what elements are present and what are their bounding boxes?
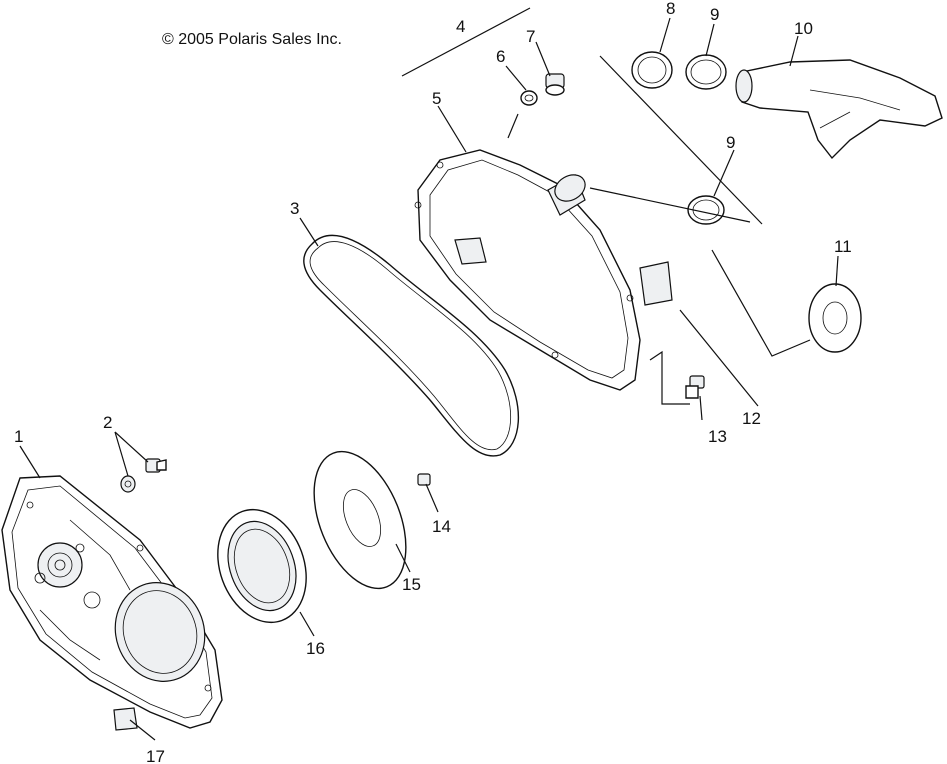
callout-12: 12 <box>742 409 761 428</box>
callout-1: 1 <box>14 427 23 446</box>
callout-4: 4 <box>456 17 465 36</box>
callout-9b: 9 <box>726 133 735 152</box>
callout-17: 17 <box>146 747 165 764</box>
part-seal-ring <box>808 283 862 353</box>
callout-labels: 1 2 3 4 5 6 7 8 9 9 10 11 12 13 14 15 16… <box>14 0 852 764</box>
callout-3: 3 <box>290 199 299 218</box>
copyright-notice: © 2005 Polaris Sales Inc. <box>162 31 342 48</box>
part-air-duct <box>735 59 943 160</box>
part-decal <box>113 707 138 731</box>
part-drive-belt <box>303 234 520 457</box>
part-bolt-washer <box>120 458 167 493</box>
callout-13: 13 <box>708 427 727 446</box>
callout-7: 7 <box>526 27 535 46</box>
callout-16: 16 <box>306 639 325 658</box>
callout-11: 11 <box>834 237 852 256</box>
callout-8: 8 <box>666 0 675 18</box>
part-outer-cover <box>414 149 673 391</box>
part-inner-cover <box>1 475 223 729</box>
callout-9a: 9 <box>710 5 719 24</box>
part-o-ring <box>520 90 538 106</box>
callout-6: 6 <box>496 47 505 66</box>
part-plug <box>545 73 565 96</box>
callout-10: 10 <box>794 19 813 38</box>
callout-14: 14 <box>432 517 451 536</box>
part-seal-plate <box>217 508 307 624</box>
part-clamp-upper <box>685 54 727 90</box>
part-clamp-large <box>631 51 673 89</box>
callout-15: 15 <box>402 575 421 594</box>
part-small-screw <box>417 473 431 486</box>
part-plate <box>313 450 407 590</box>
callout-5: 5 <box>432 89 441 108</box>
callout-2: 2 <box>103 413 112 432</box>
leader-lines <box>19 7 839 741</box>
part-screw <box>685 375 705 399</box>
